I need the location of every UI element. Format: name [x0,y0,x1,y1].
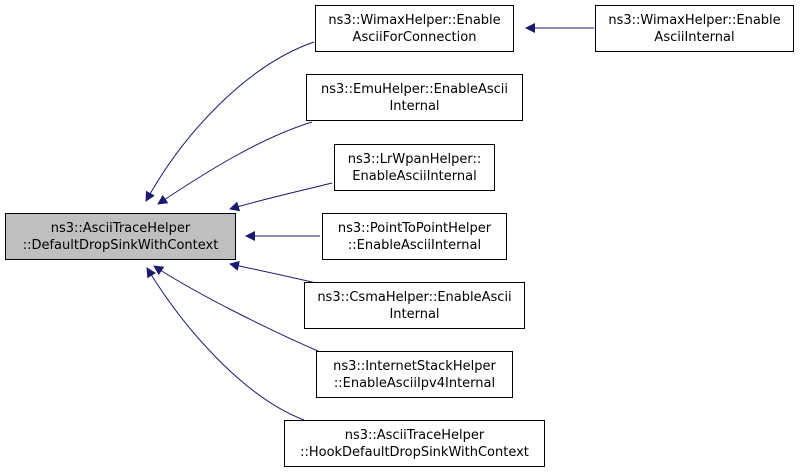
node-label-line: ns3::LrWpanHelper:: [348,152,481,167]
node-label-line: ::DefaultDropSinkWithContext [23,238,219,253]
node-label-line: Internal [389,307,439,322]
node-box [316,351,513,398]
node-label-line: ns3::AsciiTraceHelper [345,428,485,443]
node-csma[interactable]: ns3::CsmaHelper::EnableAsciiInternal [304,282,525,329]
node-box [284,420,545,467]
node-box [322,213,507,260]
node-box [306,74,523,121]
node-internet[interactable]: ns3::InternetStackHelper::EnableAsciiIpv… [316,351,513,398]
node-box [304,282,525,329]
node-label-line: ::EnableAsciiIpv4Internal [334,376,495,391]
edges-layer [145,23,594,421]
edge-wimax_conn-to-root [145,41,315,202]
node-lrwpan[interactable]: ns3::LrWpanHelper::EnableAsciiInternal [334,144,495,191]
edge-emu-to-root [157,121,313,205]
node-label-line: ns3::WimaxHelper::Enable [328,13,500,28]
edge-internet-to-root [153,265,321,353]
node-wimax_internal[interactable]: ns3::WimaxHelper::EnableAsciiInternal [595,5,794,52]
node-label-line: ns3::InternetStackHelper [333,359,496,374]
edge-lrwpan-to-root [229,182,333,212]
node-p2p[interactable]: ns3::PointToPointHelper::EnableAsciiInte… [322,213,507,260]
node-label-line: ns3::CsmaHelper::EnableAscii [317,290,511,305]
node-emu[interactable]: ns3::EmuHelper::EnableAsciiInternal [306,74,523,121]
node-label-line: ns3::AsciiTraceHelper [51,221,191,236]
node-label-line: ns3::WimaxHelper::Enable [608,13,780,28]
edge-csma-to-root [229,260,317,284]
node-box [334,144,495,191]
node-label-line: ns3::EmuHelper::EnableAscii [321,82,508,97]
node-label-line: AsciiForConnection [353,30,477,45]
node-box [5,213,236,260]
nodes-layer: ns3::AsciiTraceHelper::DefaultDropSinkWi… [5,5,794,467]
node-wimax_conn[interactable]: ns3::WimaxHelper::EnableAsciiForConnecti… [315,5,514,52]
node-label-line: Internal [389,99,439,114]
node-label-line: ::HookDefaultDropSinkWithContext [300,445,529,460]
node-label-line: ::EnableAsciiInternal [348,238,481,253]
node-box [315,5,514,52]
node-label-line: AsciiInternal [654,30,734,45]
node-label-line: EnableAsciiInternal [352,169,476,184]
node-root: ns3::AsciiTraceHelper::DefaultDropSinkWi… [5,213,236,260]
node-box [595,5,794,52]
edge-hook-to-root [146,267,305,421]
node-label-line: ns3::PointToPointHelper [338,221,492,236]
node-hook[interactable]: ns3::AsciiTraceHelper::HookDefaultDropSi… [284,420,545,467]
